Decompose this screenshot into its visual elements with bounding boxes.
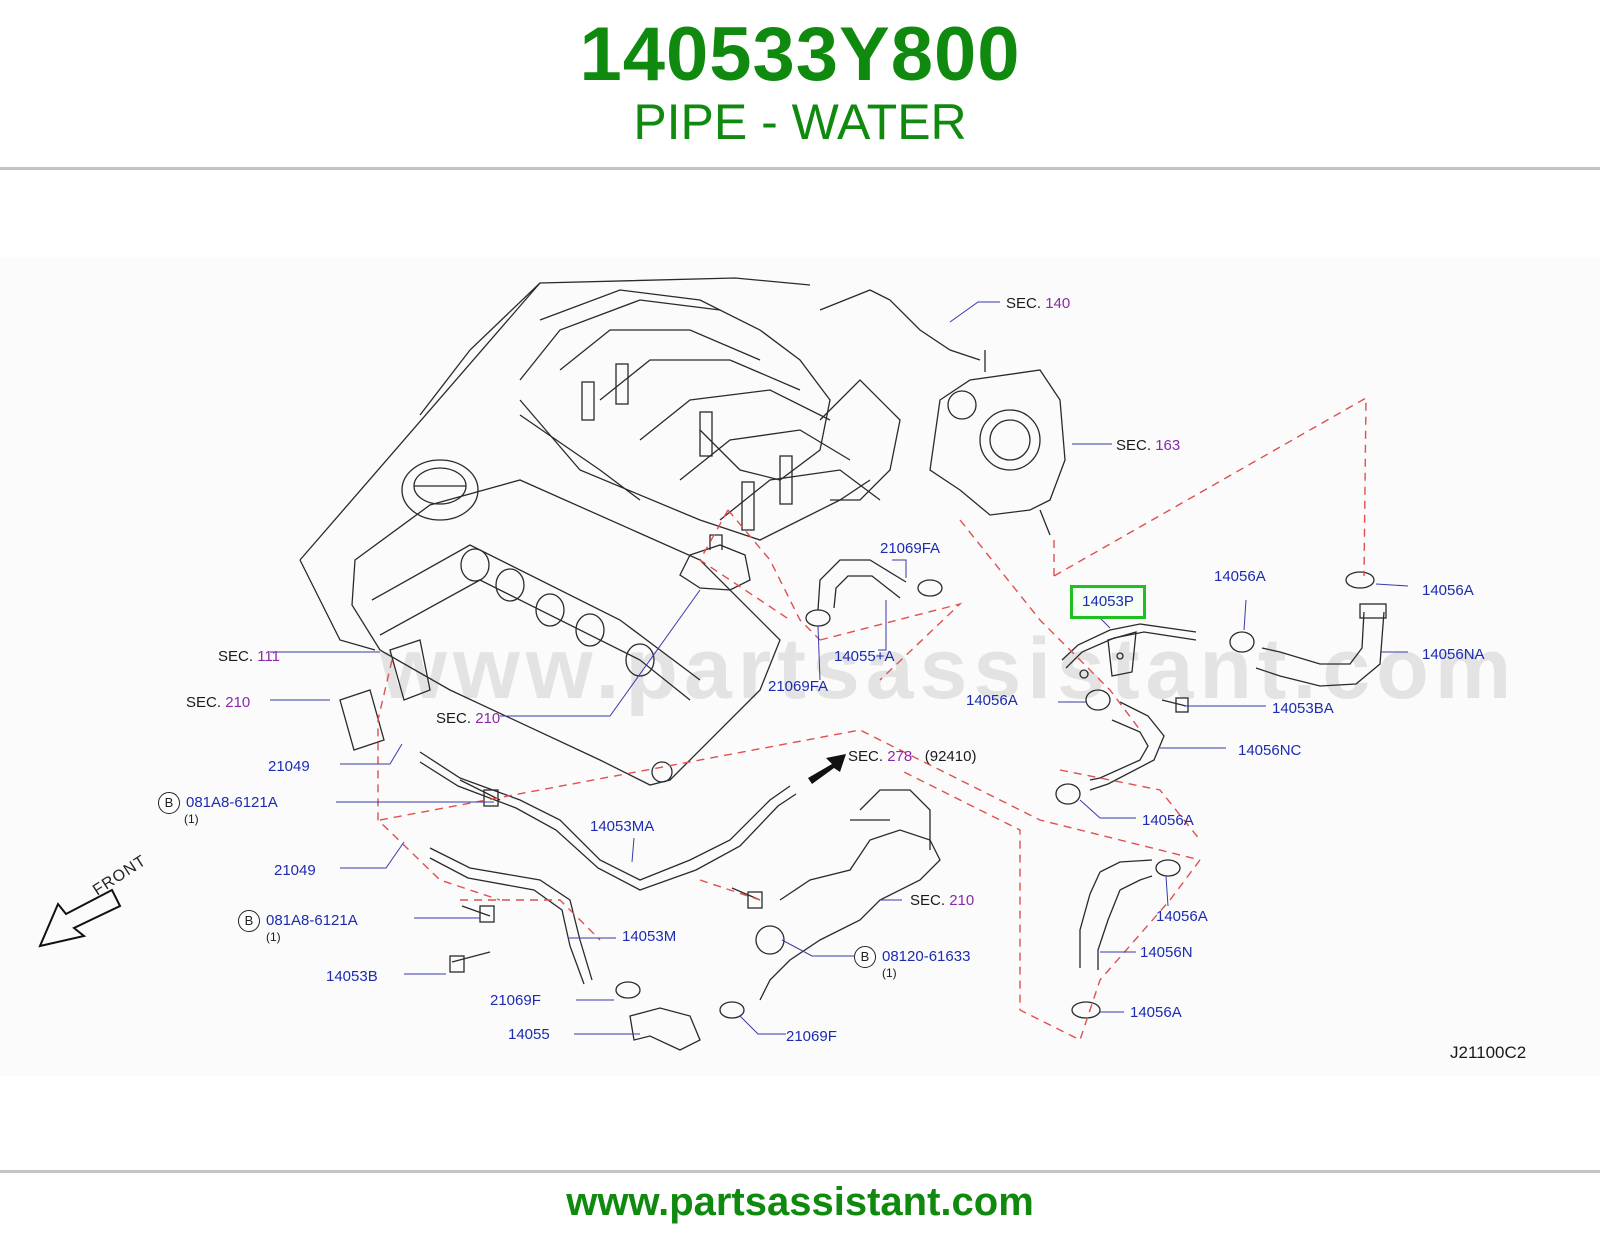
callout-14053B[interactable]: 14053B [326,968,378,985]
part-number-title: 140533Y800 [579,12,1021,97]
callout-14056A-bottom[interactable]: 14056A [1130,1004,1182,1021]
part-name-subtitle: PIPE - WATER [633,94,967,150]
bolt-marker-lower: B [238,910,260,932]
sec-278-label[interactable]: SEC. 278 (92410) [848,748,977,765]
callout-08120-61633[interactable]: 08120-61633 [882,948,971,965]
highlighted-part-14053P[interactable]: 14053P [1070,585,1146,619]
callout-21069FA-lower[interactable]: 21069FA [768,678,829,695]
callout-14055A[interactable]: 14055+A [834,648,895,665]
front-arrow [38,888,122,948]
engine-linework [299,277,1387,1051]
callout-081A8-upper[interactable]: 081A8-6121A [186,794,278,811]
callout-14056NC[interactable]: 14056NC [1238,742,1302,759]
bolt-marker-right: B [854,946,876,968]
callout-081A8-lower[interactable]: 081A8-6121A [266,912,358,929]
callout-14055[interactable]: 14055 [508,1026,550,1043]
sec-140-label[interactable]: SEC. 140 [1006,295,1071,312]
quantity-upper: (1) [184,812,199,826]
highlighted-part-label: 14053P [1082,593,1134,610]
callout-21049-lower[interactable]: 21049 [274,862,316,879]
callout-21069FA-top[interactable]: 21069FA [880,540,941,557]
leader-lines [270,301,1409,1035]
callout-21069F-left[interactable]: 21069F [490,992,541,1009]
callout-14053MA[interactable]: 14053MA [590,818,655,835]
sec-210-right-label[interactable]: SEC. 210 [910,892,975,909]
callout-14053M[interactable]: 14053M [622,928,677,945]
footer-url[interactable]: www.partsassistant.com [566,1180,1034,1224]
callout-14053BA[interactable]: 14053BA [1272,700,1334,717]
bolt-marker-upper: B [158,792,180,814]
callout-14056NA[interactable]: 14056NA [1422,646,1485,663]
sec-163-label[interactable]: SEC. 163 [1116,437,1181,454]
sec-210-left-label[interactable]: SEC. 210 [186,694,251,711]
callout-21069F-right[interactable]: 21069F [786,1028,837,1045]
diagram-panel [0,258,1600,1076]
callout-14056A-n[interactable]: 14056A [1156,908,1208,925]
bottom-divider [0,1170,1600,1173]
sec-111-label[interactable]: SEC. 111 [218,648,280,665]
top-divider [0,167,1600,170]
assembly-dashed-lines [377,396,1367,1041]
sec-210-center-label[interactable]: SEC. 210 [436,710,501,727]
callout-14056N[interactable]: 14056N [1140,944,1193,961]
callout-21049-upper[interactable]: 21049 [268,758,310,775]
page-header: 140533Y800 PIPE - WATER [0,0,1600,170]
callout-14056A-top[interactable]: 14056A [1214,568,1266,585]
callout-14056A-right[interactable]: 14056A [1422,582,1474,599]
quantity-lower: (1) [266,930,281,944]
callout-14056A-lower[interactable]: 14056A [1142,812,1194,829]
diagram-reference-code: J21100C2 [1450,1043,1527,1062]
callout-14056A-mid[interactable]: 14056A [966,692,1018,709]
watermark-text: www.partsassistant.com [380,621,1518,717]
sec278-arrow [808,754,846,784]
quantity-right: (1) [882,966,897,980]
